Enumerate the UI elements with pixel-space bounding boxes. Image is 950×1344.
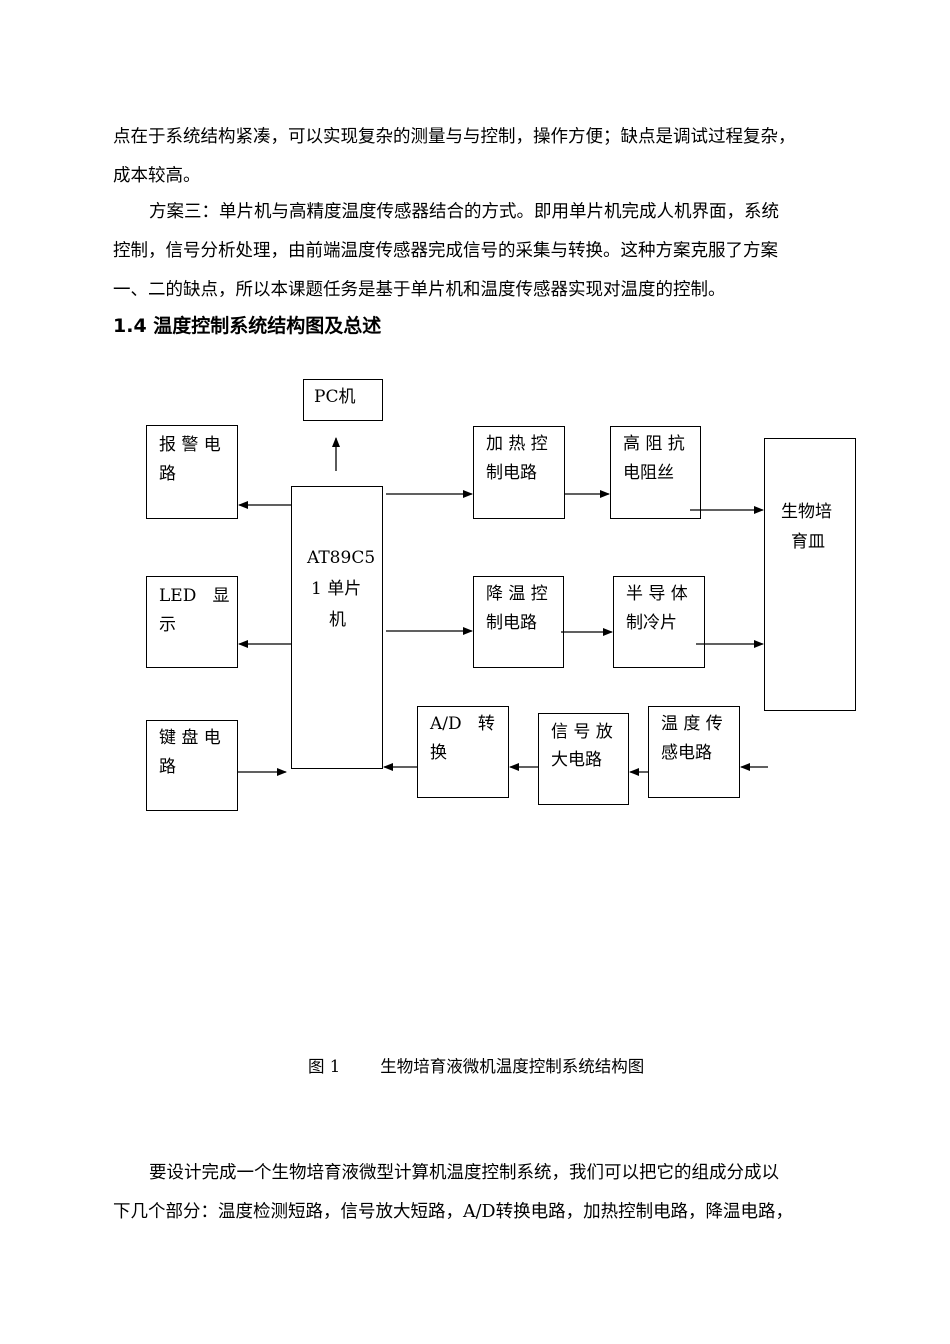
mcu-label-line3: 机 — [329, 610, 346, 630]
paragraph-line: 成本较高。 — [113, 166, 201, 186]
keyboard-circuit-box: 键 盘 电 路 — [146, 720, 238, 811]
paragraph-line: 控制，信号分析处理，由前端温度传感器完成信号的采集与转换。这种方案克服了方案 — [113, 241, 778, 261]
alarm-circuit-box: 报 警 电 路 — [146, 425, 238, 519]
alarm-label-line2: 路 — [159, 464, 176, 484]
cool-ctrl-label-line2: 制电路 — [486, 613, 537, 633]
alarm-label-line1: 报 警 电 — [159, 435, 221, 455]
culture-dish-box: 生物培 育皿 — [764, 438, 856, 711]
mcu-label-line1: AT89C5 — [307, 548, 376, 568]
paragraph-line: 一、二的缺点，所以本课题任务是基于单片机和温度传感器实现对温度的控制。 — [113, 280, 726, 300]
led-display-box: LED 显 示 — [146, 576, 238, 668]
cooling-control-box: 降 温 控 制电路 — [473, 576, 564, 668]
ad-converter-box: A/D 转 换 — [417, 706, 509, 798]
resistor-wire-box: 高 阻 抗 电阻丝 — [610, 426, 701, 519]
peltier-box: 半 导 体 制冷片 — [613, 576, 705, 668]
figure-label: 图 1 — [308, 1057, 341, 1076]
keyboard-label-line1: 键 盘 电 — [159, 728, 221, 748]
cool-ctrl-label-line1: 降 温 控 — [486, 584, 548, 604]
mcu-box: AT89C5 1 单片 机 — [291, 486, 383, 769]
heating-control-box: 加 热 控 制电路 — [473, 426, 565, 519]
mcu-label-line2: 1 单片 — [311, 579, 362, 599]
adc-label-line2: 换 — [430, 743, 447, 763]
section-heading: 1.4 温度控制系统结构图及总述 — [113, 315, 382, 337]
amp-label-line2: 大电路 — [551, 750, 602, 770]
figure-title: 生物培育液微机温度控制系统结构图 — [380, 1057, 645, 1076]
sensor-label-line2: 感电路 — [661, 743, 712, 763]
dish-label-line2: 育皿 — [791, 532, 825, 552]
figure-caption: 图 1 生物培育液微机温度控制系统结构图 — [308, 1052, 644, 1082]
peltier-label-line1: 半 导 体 — [626, 584, 688, 604]
keyboard-label-line2: 路 — [159, 757, 176, 777]
resistor-label-line2: 电阻丝 — [623, 463, 674, 483]
adc-label-line1: A/D 转 — [430, 714, 495, 734]
paragraph-line: 要设计完成一个生物培育液微型计算机温度控制系统，我们可以把它的组成分成以 — [149, 1163, 779, 1183]
dish-label-line1: 生物培 — [781, 502, 832, 522]
paragraph-line: 点在于系统结构紧凑，可以实现复杂的测量与与控制，操作方便；缺点是调试过程复杂， — [113, 127, 796, 147]
pc-label: PC机 — [314, 387, 356, 407]
led-label-line1: LED 显 — [159, 586, 230, 606]
led-label-line2: 示 — [159, 615, 176, 635]
pc-box: PC机 — [303, 379, 383, 421]
amplifier-box: 信 号 放 大电路 — [538, 713, 629, 805]
sensor-box: 温 度 传 感电路 — [648, 706, 740, 798]
heat-ctrl-label-line1: 加 热 控 — [486, 434, 548, 454]
paragraph-line: 下几个部分：温度检测短路，信号放大短路，A/D转换电路，加热控制电路，降温电路， — [113, 1202, 794, 1222]
peltier-label-line2: 制冷片 — [626, 613, 677, 633]
amp-label-line1: 信 号 放 — [551, 722, 613, 742]
heat-ctrl-label-line2: 制电路 — [486, 463, 537, 483]
sensor-label-line1: 温 度 传 — [661, 714, 723, 734]
resistor-label-line1: 高 阻 抗 — [623, 434, 685, 454]
paragraph-line: 方案三：单片机与高精度温度传感器结合的方式。即用单片机完成人机界面，系统 — [149, 202, 779, 222]
